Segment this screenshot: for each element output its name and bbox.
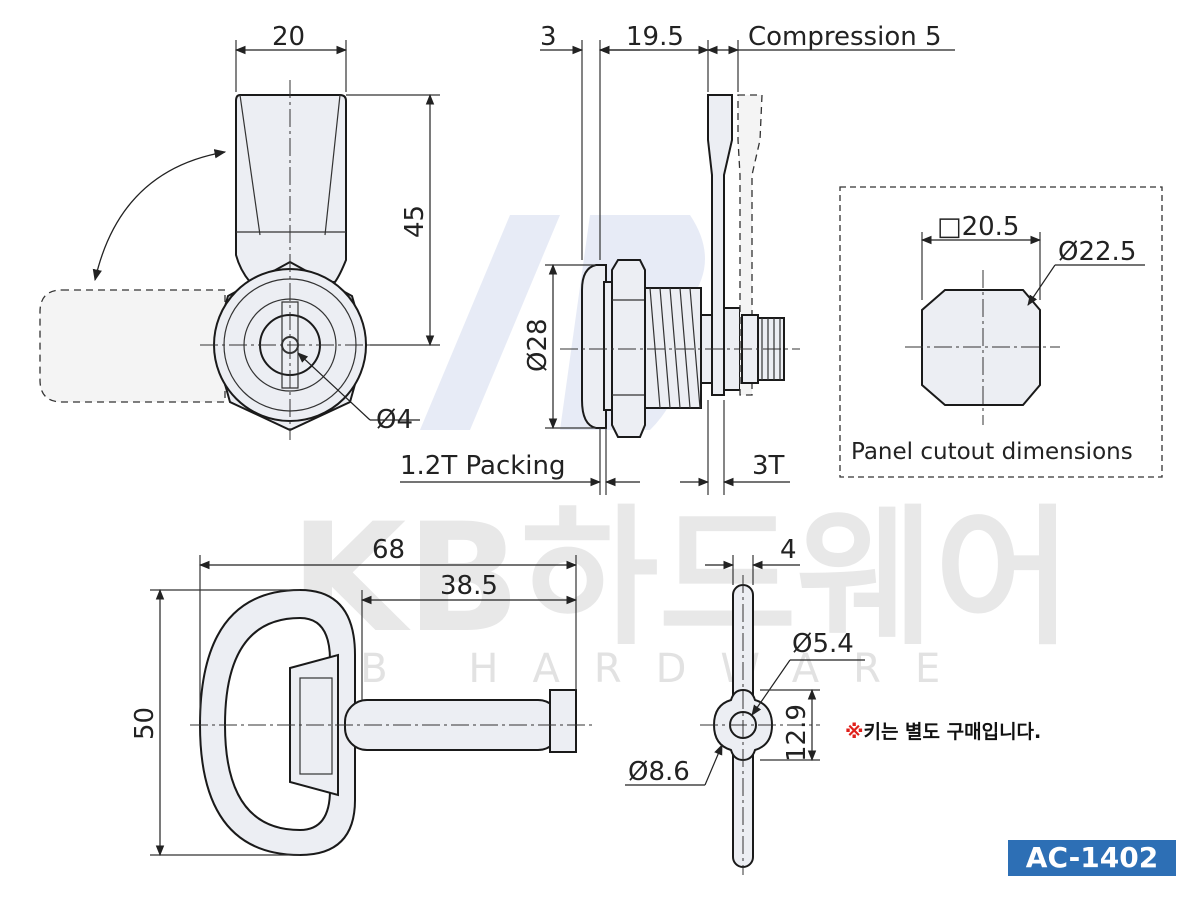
model-badge: AC-1402: [1008, 840, 1176, 876]
key-outer-dim: Ø8.6: [628, 757, 690, 787]
key-front-view: 68 38.5 50: [130, 535, 595, 857]
panel-cutout-box: □20.5 Ø22.5 Panel cutout dimensions: [839, 186, 1163, 478]
key-hole-dim: Ø4: [376, 405, 413, 435]
key-shaft-dim: 38.5: [440, 571, 498, 601]
body-diameter-dim: Ø28: [523, 318, 553, 372]
cam-side: [707, 94, 733, 396]
key-height-dim: 50: [130, 707, 160, 740]
compression-dim: Compression 5: [748, 22, 942, 52]
key-side-view: 4 Ø5.4 12.9 Ø8.6: [625, 535, 865, 875]
cam-width-dim: 20: [272, 22, 305, 52]
cam: [235, 94, 347, 283]
key-note: ※키는 별도 구매입니다.: [845, 721, 1041, 743]
watermark-brand-english: KB HARDWARE: [300, 646, 974, 692]
watermark-brand-korean: KB하드웨어: [290, 492, 1073, 666]
key-bore-dim: Ø5.4: [792, 629, 854, 659]
panel-thickness-dim: 3T: [752, 451, 785, 481]
dim-19-5: 19.5: [626, 22, 684, 52]
lock-front-view: Ø4 20 45: [39, 22, 440, 440]
lock-side-view: 3 19.5 Compression 5 Ø28 1.2T Packing 3T: [400, 22, 955, 495]
cutout-caption: Panel cutout dimensions: [851, 439, 1133, 465]
bezel: [581, 264, 607, 429]
cam-height-dim: 45: [400, 205, 430, 238]
dim-3: 3: [540, 22, 557, 52]
key-length-dim: 68: [372, 535, 405, 565]
key-thickness-dim: 4: [780, 535, 797, 565]
key-tip-width-dim: 12.9: [782, 704, 812, 762]
key-tip: [549, 689, 577, 753]
cam-rotated-outline: [39, 289, 226, 403]
cutout-square-dim: □20.5: [937, 212, 1019, 242]
packing-dim: 1.2T Packing: [400, 451, 566, 481]
threaded-barrel: [644, 287, 702, 409]
rotation-arrow: [92, 149, 227, 282]
cutout-diameter-dim: Ø22.5: [1058, 237, 1136, 267]
